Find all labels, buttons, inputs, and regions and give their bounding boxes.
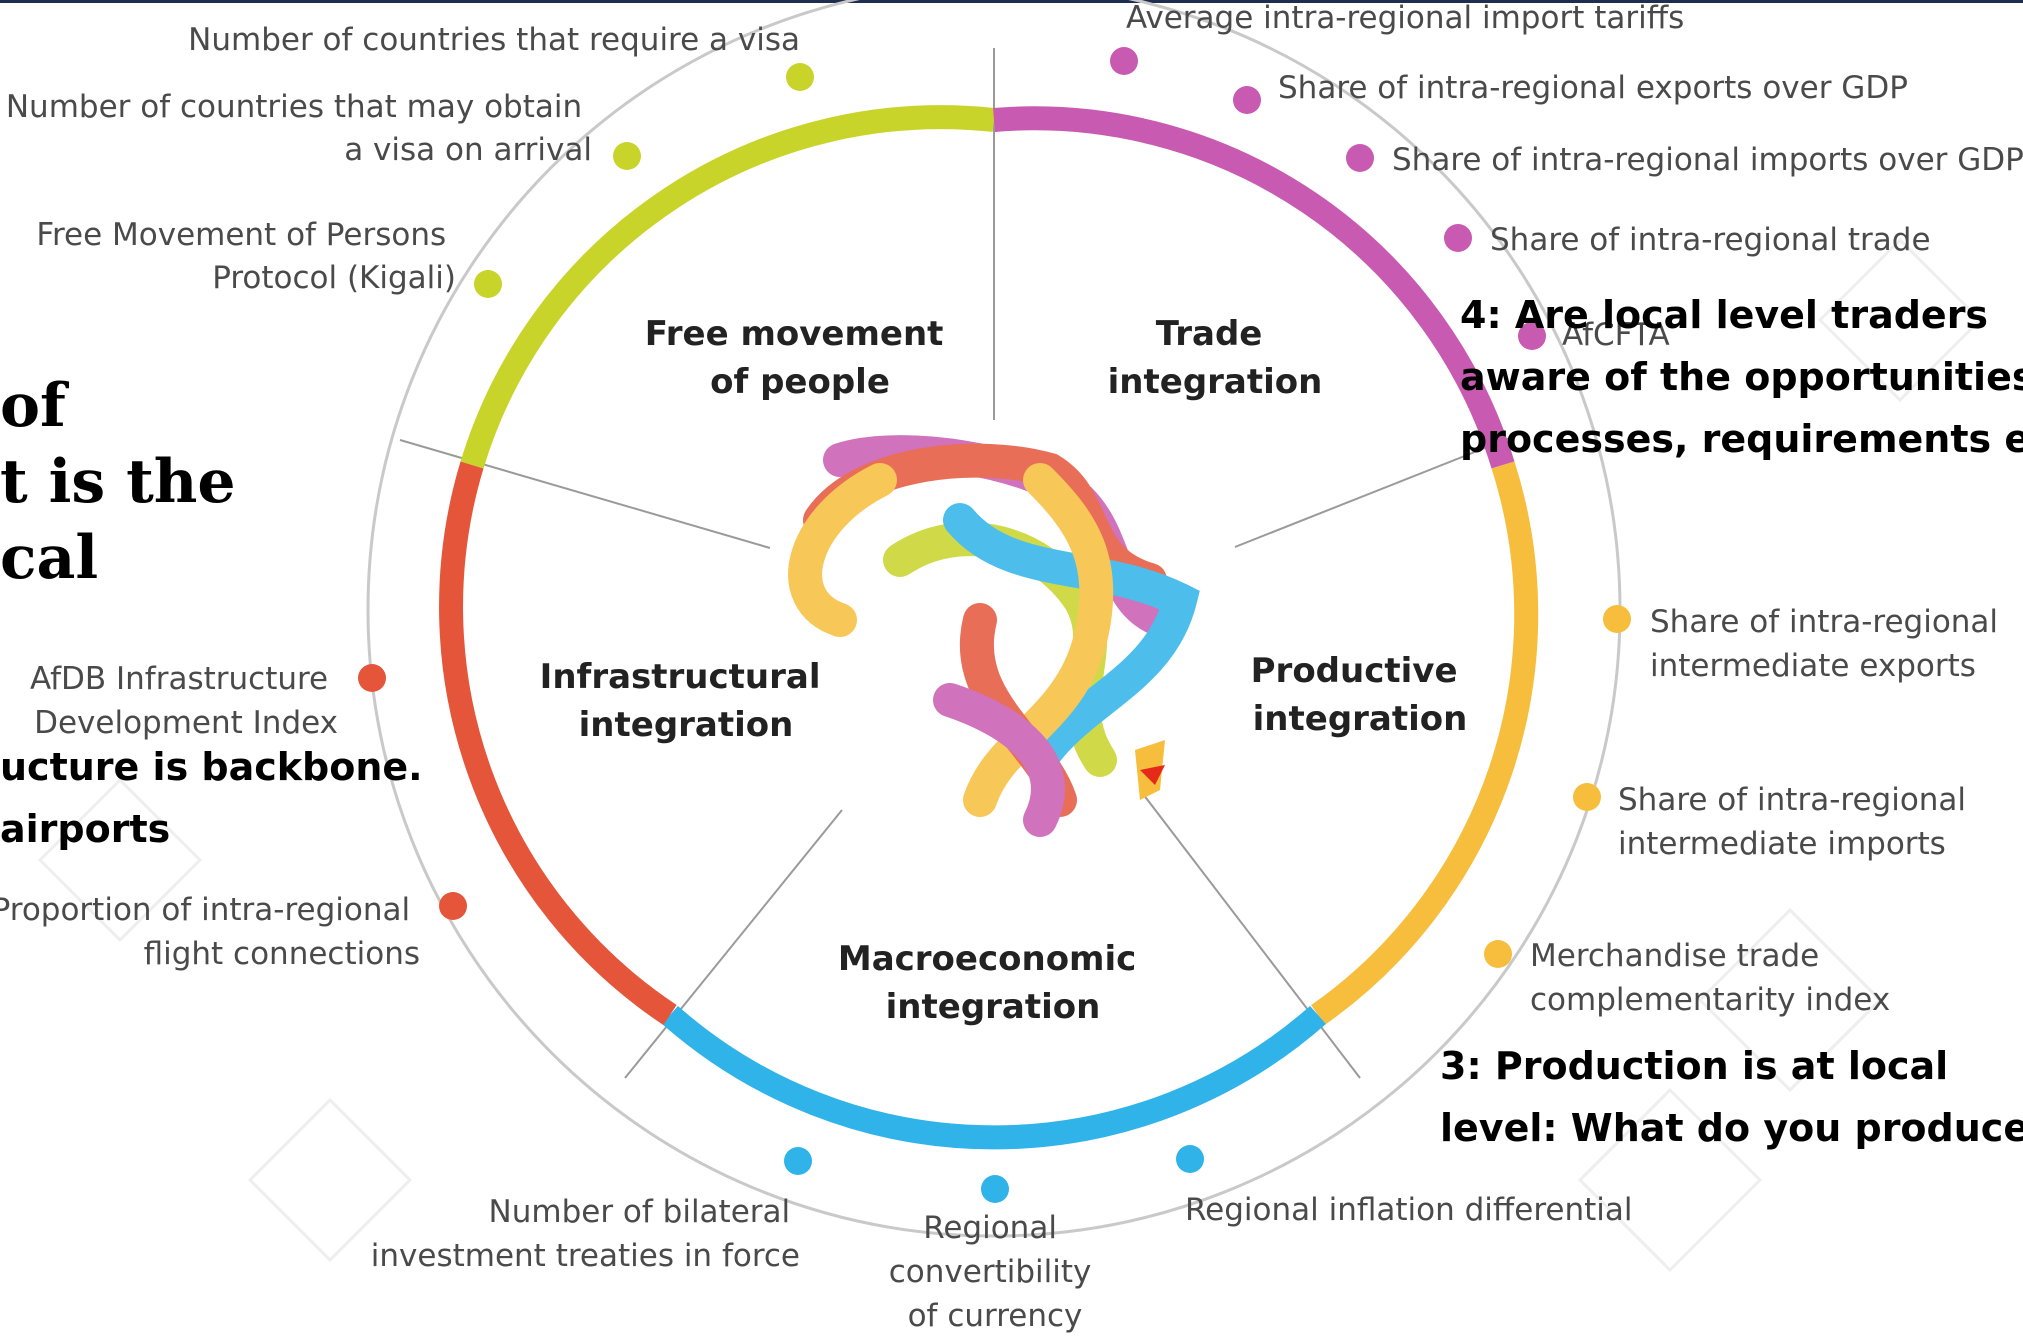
indicator-kigali-protocol: Free Movement of Persons Protocol (Kigal…	[36, 217, 456, 296]
indicator-complementarity: Merchandise trade complementarity index	[1530, 938, 1890, 1018]
indicator-dot	[784, 1147, 812, 1175]
arc-trade	[993, 106, 1515, 469]
note-line: of	[0, 371, 66, 441]
segment-label-macro: Macroeconomic integration	[838, 939, 1148, 1027]
indicator-intermediate-imports: Share of intra-regional intermediate imp…	[1618, 782, 1976, 862]
segment-label-infra: Infrastructural integration	[540, 657, 833, 745]
indicator-visa-required: Number of countries that require a visa	[188, 22, 800, 58]
indicator-dot	[1444, 224, 1472, 252]
note-left-serif: of t is the cal	[0, 368, 236, 596]
segment-arcs	[439, 105, 1539, 1150]
note-line: ucture is backbone.	[0, 745, 423, 789]
indicator-exports-gdp: Share of intra-regional exports over GDP	[1278, 70, 1908, 106]
indicator-intra-trade: Share of intra-regional trade	[1490, 222, 1931, 258]
indicator-dot	[1518, 322, 1546, 350]
indicator-flight-connections: Proportion of intra-regional flight conn…	[0, 892, 420, 972]
indicator-dot	[981, 1175, 1009, 1203]
indicator-dot	[358, 664, 386, 692]
note-line: aware of the opportunities,	[1460, 355, 2023, 399]
note-line: t is the	[0, 447, 236, 517]
segment-label-trade: Trade integration	[1108, 314, 1323, 402]
background-pattern	[37, 237, 1983, 1273]
arc-free-movement	[460, 105, 996, 469]
note-local-traders: 4: Are local level traders aware of the …	[1460, 284, 2023, 470]
indicator-visa-on-arrival: Number of countries that may obtain a vi…	[6, 89, 592, 168]
indicator-dot	[786, 63, 814, 91]
note-line: 3: Production is at local	[1440, 1044, 1949, 1088]
indicator-dot	[474, 270, 502, 298]
note-line: level: What do you produce?	[1440, 1106, 2023, 1150]
indicator-convertibility: Regional convertibility of currency	[889, 1210, 1101, 1334]
indicator-dot	[1110, 47, 1138, 75]
indicator-afdb-index: AfDB Infrastructure Development Index	[30, 661, 338, 741]
madagascar-mark	[1135, 740, 1165, 800]
indicator-dot	[1346, 144, 1374, 172]
segment-label-productive: Productive integration	[1251, 651, 1470, 739]
note-infrastructure: ucture is backbone. airports	[0, 736, 423, 860]
top-border	[0, 0, 2023, 3]
indicator-dot	[439, 892, 467, 920]
indicator-dot	[1176, 1145, 1204, 1173]
africa-ribbon-logo	[788, 435, 1200, 837]
arc-infra	[439, 461, 677, 1025]
note-line: cal	[0, 523, 99, 593]
indicator-dot	[1573, 783, 1601, 811]
indicator-intermediate-exports: Share of intra-regional intermediate exp…	[1650, 604, 2008, 684]
indicator-imports-gdp: Share of intra-regional imports over GDP	[1392, 142, 2023, 178]
indicator-afcfta: AfCFTA	[1562, 317, 1670, 353]
note-line: processes, requirements etc?	[1460, 417, 2023, 461]
indicator-dot	[1603, 605, 1631, 633]
segment-label-free-movement: Free movement of people	[645, 314, 956, 402]
indicator-inflation: Regional inflation differential	[1185, 1192, 1633, 1228]
indicator-dot	[1233, 86, 1261, 114]
note-line: airports	[0, 807, 171, 851]
indicator-dot	[613, 142, 641, 170]
indicator-bilateral-treaties: Number of bilateral investment treaties …	[371, 1194, 800, 1274]
note-line: 4: Are local level traders	[1460, 293, 1989, 337]
indicator-dot	[1484, 940, 1512, 968]
indicator-import-tariffs: Average intra-regional import tariffs	[1126, 0, 1684, 36]
note-local-production: 3: Production is at local level: What do…	[1440, 1035, 2023, 1159]
arc-productive	[1311, 461, 1539, 1025]
indicator-dots	[358, 47, 1631, 1203]
arc-macro	[662, 1005, 1326, 1150]
